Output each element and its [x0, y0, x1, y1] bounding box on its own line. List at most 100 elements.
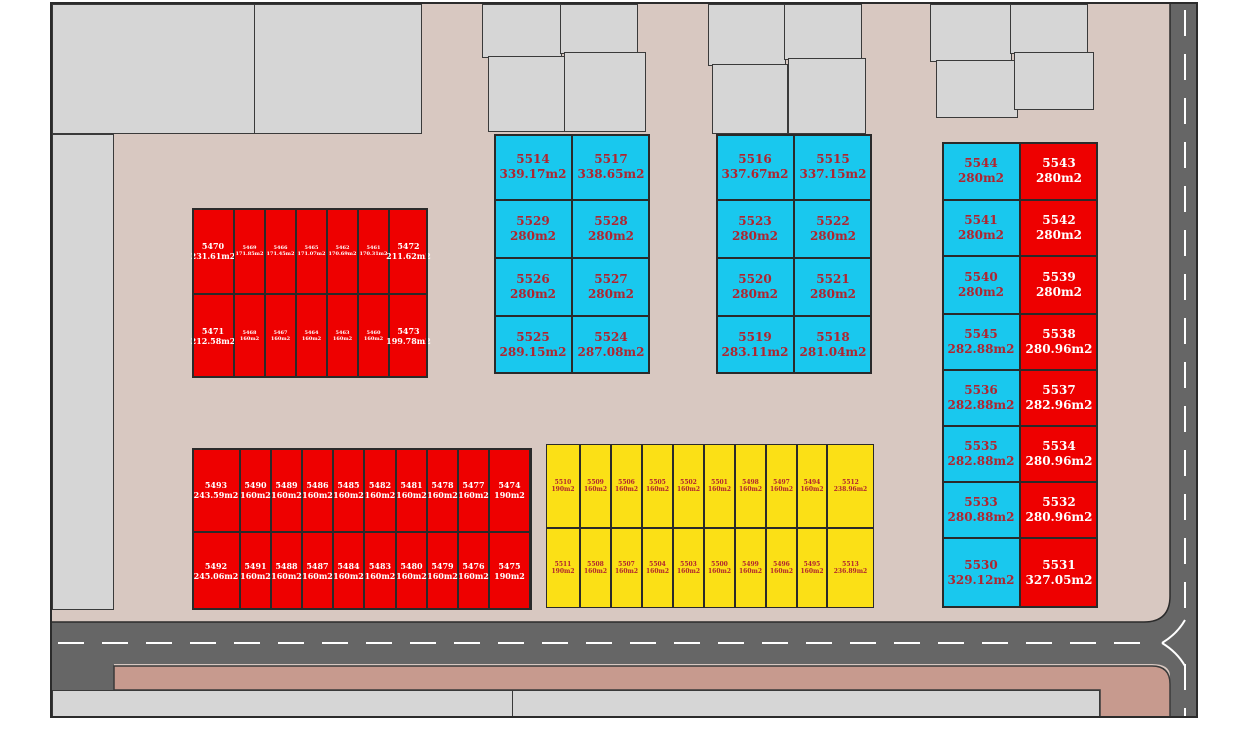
lot-number: 5461 [366, 244, 381, 251]
lot-number: 5505 [649, 478, 666, 486]
lot-number: 5506 [618, 478, 635, 486]
lot-number: 5511 [554, 560, 572, 568]
block-b-outline [716, 134, 872, 374]
building-top-b1 [708, 4, 786, 66]
lot-area: 280m2 [809, 229, 857, 243]
building-top-b3 [712, 64, 788, 134]
lot-number: 5480 [400, 561, 423, 571]
lot-number: 5471 [201, 326, 225, 336]
building-top-c4 [1014, 52, 1094, 110]
lot-area: 245.06m2 [193, 571, 239, 581]
lot-area: 160m2 [676, 486, 701, 493]
lot-area: 171.85m2 [235, 251, 264, 257]
lot-number: 5512 [842, 478, 859, 486]
lot-area: 160m2 [239, 336, 260, 342]
lot-area: 160m2 [614, 568, 639, 575]
block-right-outline [942, 142, 1098, 608]
lot-area: 160m2 [271, 490, 302, 500]
lot-area: 329.12m2 [947, 573, 1015, 587]
lot-number: 5526 [516, 272, 550, 286]
lot-number: 5536 [964, 383, 998, 397]
lot-area: 190m2 [551, 568, 575, 575]
lot-number: 5544 [964, 156, 998, 170]
lot-area: 280m2 [587, 287, 635, 301]
lot-number: 5527 [594, 272, 628, 286]
